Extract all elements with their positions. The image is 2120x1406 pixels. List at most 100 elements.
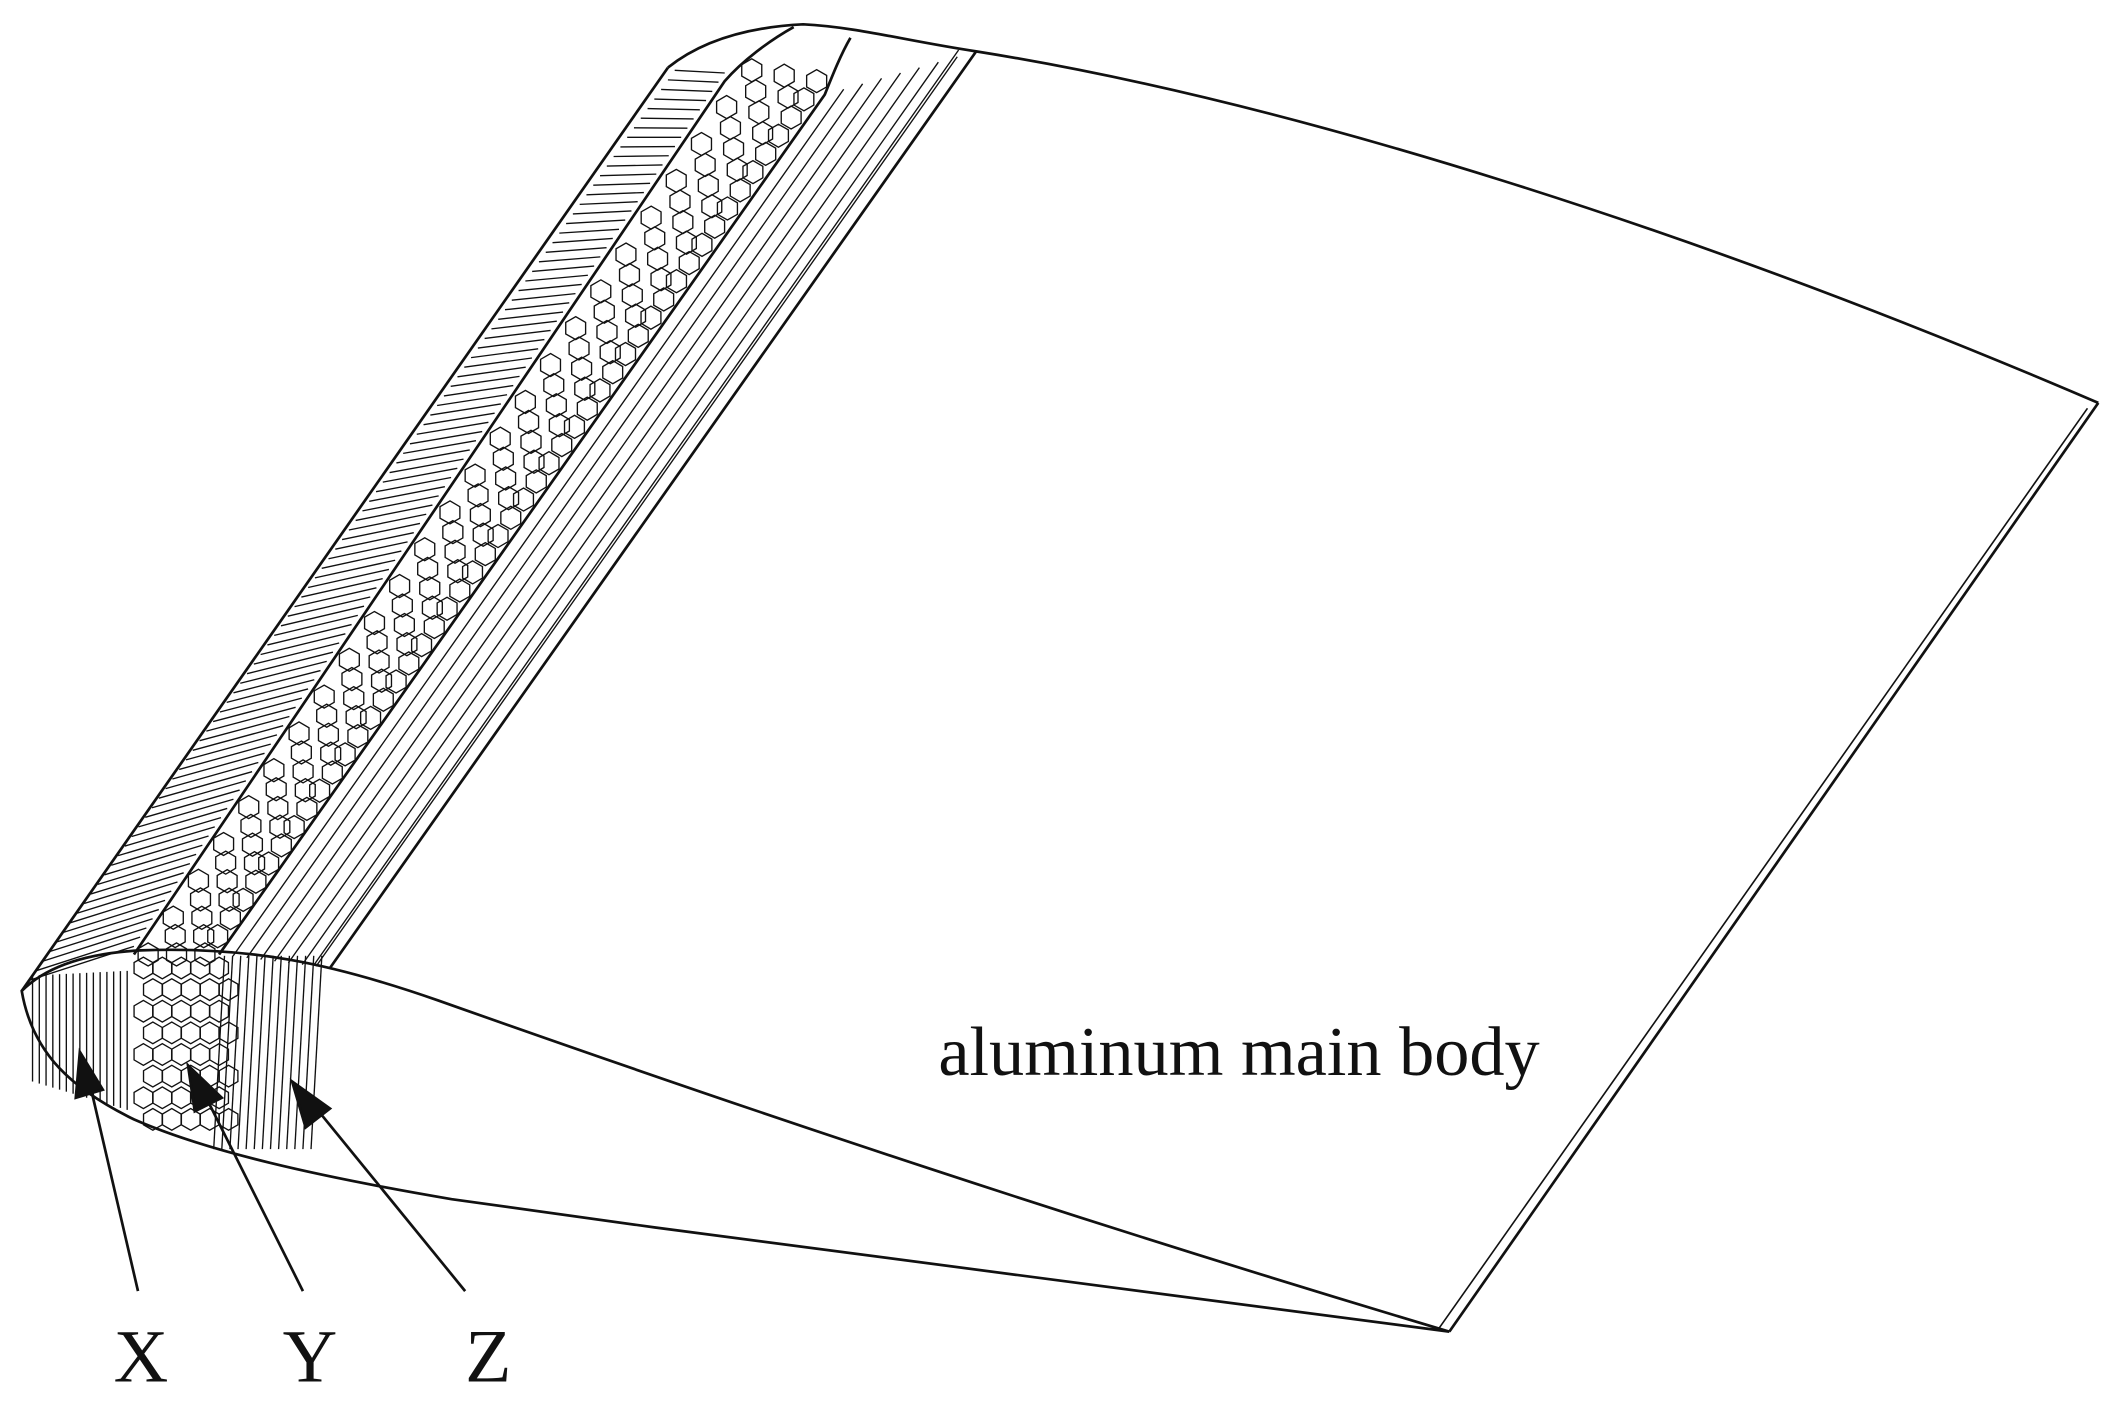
- honeycomb-cell: [199, 1021, 220, 1045]
- honeycomb-cell: [444, 539, 466, 564]
- hatch-line: [246, 83, 864, 959]
- honeycomb-cell: [568, 336, 590, 361]
- hatch-line: [29, 945, 135, 981]
- honeycomb-cell: [672, 209, 694, 235]
- honeycomb-cell: [209, 1042, 230, 1067]
- leader-arrows: [74, 1047, 467, 1292]
- honeycomb-cell: [309, 778, 331, 804]
- honeycomb-cell: [338, 647, 360, 673]
- honeycomb-cell: [142, 978, 163, 1002]
- honeycomb-cell: [190, 999, 211, 1023]
- hatch-line: [218, 94, 826, 955]
- honeycomb-cell: [742, 159, 764, 185]
- honeycomb-cell: [292, 759, 314, 784]
- boundary-y-z: [217, 37, 852, 956]
- hatch-line: [301, 61, 939, 965]
- hatch-line: [321, 550, 402, 569]
- honeycomb-cell: [241, 832, 264, 857]
- hatch-line: [457, 366, 526, 378]
- honeycomb-cell: [447, 558, 469, 584]
- hatch-line: [491, 320, 557, 330]
- honeycomb-cell: [512, 487, 535, 512]
- honeycomb-cell: [393, 612, 415, 638]
- hatch-line: [674, 69, 725, 74]
- honeycomb-cell: [219, 905, 242, 931]
- hatch-line: [192, 725, 284, 751]
- honeycomb-cell: [216, 868, 238, 894]
- label-z: Z: [465, 1316, 511, 1399]
- hatch-line: [369, 486, 446, 502]
- honeycomb-cell: [209, 956, 230, 980]
- hatch-line: [260, 633, 346, 656]
- hatch-line: [341, 522, 421, 541]
- hatch-line: [151, 780, 247, 809]
- hatch-line: [335, 531, 414, 550]
- honeycomb-cell: [366, 630, 388, 655]
- arrow-x: [88, 1081, 140, 1292]
- honeycomb-cell: [142, 1064, 163, 1088]
- hatch-line: [552, 237, 613, 244]
- honeycomb-cell: [161, 978, 182, 1002]
- hatch-line: [396, 449, 470, 464]
- honeycomb-cell: [487, 523, 509, 549]
- hatch-line: [260, 78, 883, 960]
- hatch-line: [613, 155, 669, 158]
- honeycomb-cell: [133, 956, 154, 980]
- honeycomb-cell: [218, 1021, 239, 1045]
- honeycomb-cell: [805, 68, 828, 94]
- honeycomb-cell: [704, 214, 726, 239]
- honeycomb-cell: [439, 500, 461, 525]
- honeycomb-cell: [752, 120, 774, 146]
- honeycomb-cell: [165, 942, 188, 967]
- honeycomb-cell: [467, 483, 489, 508]
- section-hatching: [31, 955, 323, 1150]
- honeycomb-cell: [137, 942, 159, 967]
- honeycomb-cell: [389, 573, 411, 599]
- honeycomb-cell: [410, 632, 433, 658]
- honeycomb-cell: [193, 923, 215, 949]
- hatch-line: [470, 348, 539, 359]
- honeycomb-cell: [498, 485, 520, 511]
- honeycomb-cell: [345, 704, 367, 730]
- honeycomb-cell: [539, 352, 562, 378]
- honeycomb-cell: [290, 740, 312, 765]
- honeycomb-cell: [614, 341, 637, 367]
- honeycomb-cell: [767, 123, 790, 149]
- hatch-line: [104, 844, 203, 876]
- honeycomb-cell: [316, 703, 338, 728]
- honeycomb-cell: [171, 1042, 192, 1067]
- honeycomb-cell: [492, 446, 514, 471]
- honeycomb-cell: [180, 1107, 201, 1131]
- honeycomb-cell: [755, 141, 777, 167]
- hatch-line: [572, 210, 632, 215]
- honeycomb-cell: [265, 776, 287, 802]
- hatch-line: [647, 107, 700, 111]
- honeycomb-cell: [691, 232, 713, 258]
- hatch-line: [77, 881, 178, 914]
- hatch-line: [315, 56, 958, 967]
- honeycomb-cell: [525, 469, 547, 494]
- honeycomb-cell: [213, 831, 235, 857]
- honeycomb-cell: [442, 519, 464, 545]
- honeycomb-cell: [180, 1021, 201, 1045]
- hatch-line: [219, 688, 309, 713]
- hatch-line: [450, 375, 520, 388]
- honeycomb-cell: [263, 757, 285, 783]
- honeycomb-cell: [199, 978, 220, 1002]
- honeycomb-cell: [690, 131, 713, 157]
- honeycomb-cell: [245, 869, 267, 894]
- honeycomb-cell: [190, 1042, 211, 1067]
- honeycomb-cell: [190, 956, 211, 980]
- arrow-z: [315, 1107, 467, 1292]
- honeycomb-cell: [294, 777, 316, 803]
- honeycomb-cell: [243, 850, 266, 876]
- layer-x-lines: [29, 69, 725, 981]
- hatch-line: [212, 697, 303, 723]
- honeycomb-cell: [777, 84, 799, 109]
- honeycomb-cell: [363, 610, 386, 636]
- hatch-line: [545, 246, 607, 253]
- honeycomb-cell: [341, 666, 363, 692]
- honeycomb-cell: [187, 868, 210, 894]
- honeycomb-cell: [599, 339, 621, 365]
- arrow-z-head: [289, 1078, 333, 1130]
